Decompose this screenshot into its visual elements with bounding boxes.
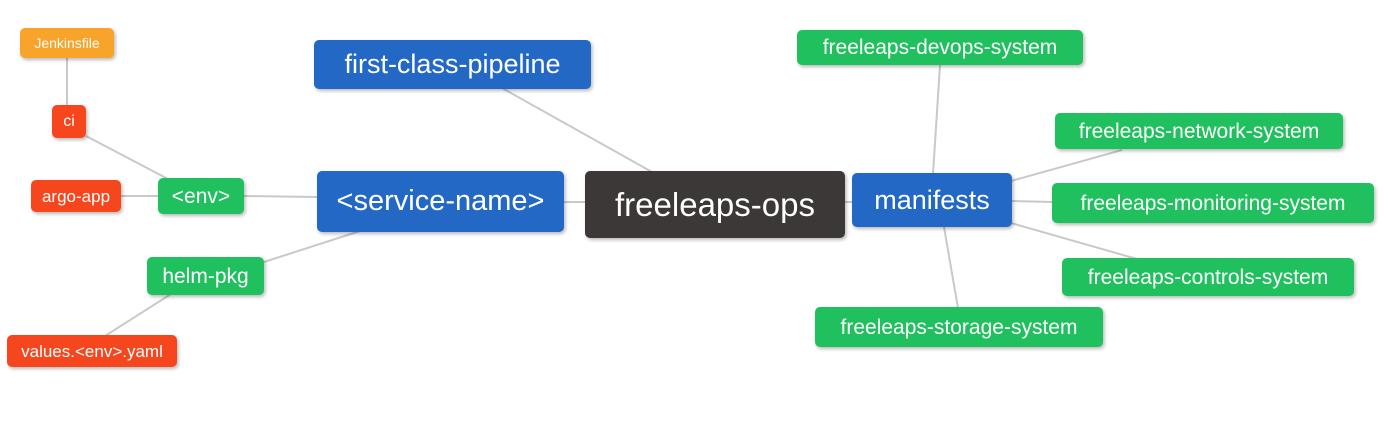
edge-env-service-name (243, 195, 318, 198)
node-jenkinsfile[interactable]: Jenkinsfile (20, 28, 114, 58)
node-freeleaps-storage-system[interactable]: freeleaps-storage-system (815, 307, 1103, 347)
node-freeleaps-devops-system[interactable]: freeleaps-devops-system (797, 30, 1083, 65)
node-values-env-yaml[interactable]: values.<env>.yaml (7, 335, 177, 367)
edge-manifests-network (1010, 149, 1123, 182)
edge-helm-pkg-values-yaml (104, 293, 172, 337)
node-ci[interactable]: ci (52, 105, 86, 138)
edge-manifests-devops (932, 64, 941, 175)
edge-pipeline-freeleaps-ops (501, 87, 653, 173)
node-freeleaps-ops-root[interactable]: freeleaps-ops (585, 171, 845, 238)
edge-service-name-helm-pkg (263, 230, 361, 263)
node-manifests[interactable]: manifests (852, 173, 1012, 227)
edge-manifests-monitoring (1010, 200, 1054, 203)
edge-ci-env (85, 135, 169, 180)
node-first-class-pipeline[interactable]: first-class-pipeline (314, 40, 591, 89)
node-helm-pkg[interactable]: helm-pkg (147, 257, 264, 295)
edge-manifests-storage (943, 226, 959, 309)
node-env[interactable]: <env> (158, 178, 244, 214)
node-freeleaps-network-system[interactable]: freeleaps-network-system (1055, 113, 1343, 149)
node-service-name[interactable]: <service-name> (317, 171, 564, 232)
node-argo-app[interactable]: argo-app (31, 180, 121, 212)
edge-manifests-controls (1010, 222, 1138, 260)
node-freeleaps-monitoring-system[interactable]: freeleaps-monitoring-system (1052, 183, 1374, 223)
node-freeleaps-controls-system[interactable]: freeleaps-controls-system (1062, 258, 1354, 296)
